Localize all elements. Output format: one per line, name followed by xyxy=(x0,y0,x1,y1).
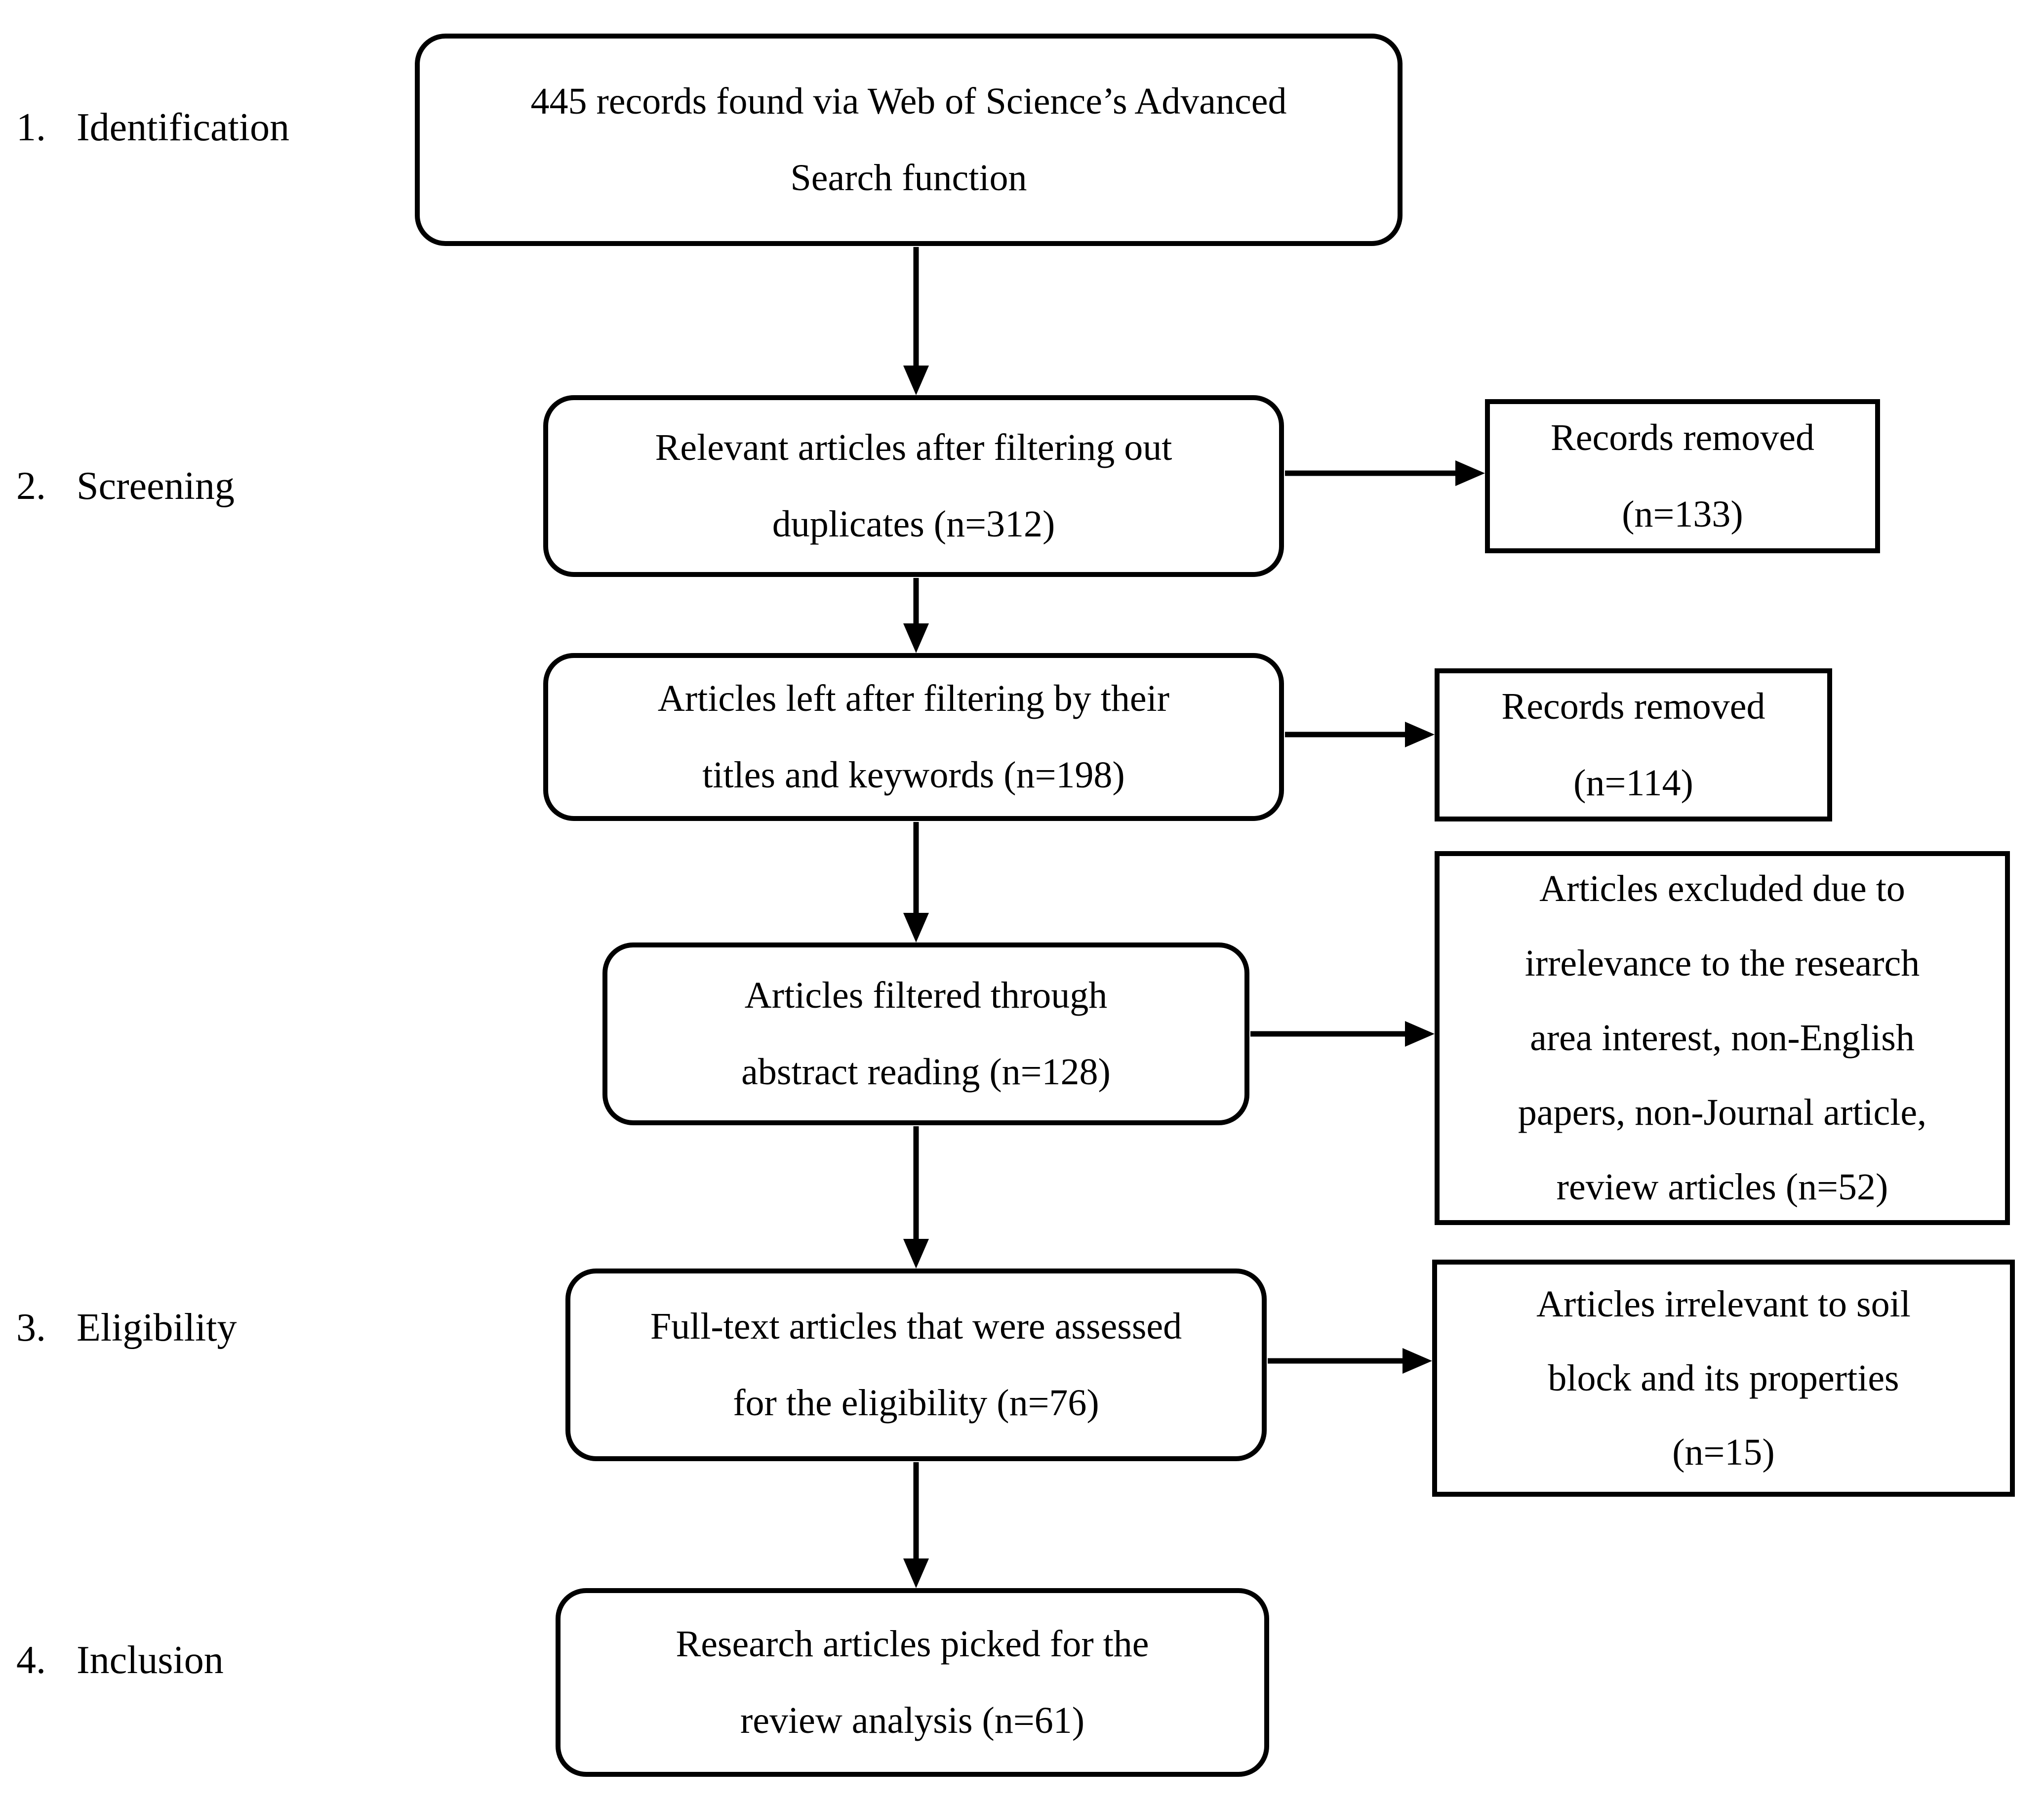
box-text-line: Relevant articles after filtering out xyxy=(655,427,1172,468)
arrow-down-3 xyxy=(903,822,929,942)
box-text-line: irrelevance to the research xyxy=(1524,942,1920,984)
box-text-line: (n=114) xyxy=(1573,762,1693,804)
stage-number: 3. xyxy=(16,1306,46,1350)
stage-number: 1. xyxy=(16,106,46,149)
side-box-records-removed-133: Records removed (n=133) xyxy=(1485,399,1880,553)
box-text-line: 445 records found via Web of Science’s A… xyxy=(530,81,1287,122)
side-box-articles-excluded-52: Articles excluded due to irrelevance to … xyxy=(1435,851,2010,1225)
stage-label-eligibility: 3. Eligibility xyxy=(16,1298,237,1357)
box-text-line: duplicates (n=312) xyxy=(772,503,1055,545)
box-text-line: Records removed xyxy=(1501,686,1765,727)
flow-box-fulltext-eligibility: Full-text articles that were assessed fo… xyxy=(565,1269,1267,1461)
flow-box-records-found: 445 records found via Web of Science’s A… xyxy=(415,34,1403,246)
box-text-line: papers, non-Journal article, xyxy=(1518,1092,1927,1133)
stage-text: Inclusion xyxy=(77,1638,224,1682)
stage-text: Identification xyxy=(77,106,289,149)
side-box-articles-irrelevant-15: Articles irrelevant to soil block and it… xyxy=(1432,1260,2015,1497)
arrow-right-2 xyxy=(1285,722,1435,747)
stage-text: Screening xyxy=(77,464,235,508)
stage-label-identification: 1. Identification xyxy=(16,98,289,157)
box-text-line: Articles left after filtering by their xyxy=(657,678,1170,719)
arrow-down-4 xyxy=(903,1126,929,1269)
box-text-line: (n=133) xyxy=(1622,493,1743,535)
box-text-line: Records removed xyxy=(1551,417,1814,458)
side-box-records-removed-114: Records removed (n=114) xyxy=(1435,668,1832,821)
arrow-down-5 xyxy=(903,1462,929,1588)
stage-text: Eligibility xyxy=(77,1306,237,1350)
arrow-right-4 xyxy=(1268,1348,1432,1374)
box-text-line: (n=15) xyxy=(1672,1432,1775,1473)
flow-box-after-duplicates: Relevant articles after filtering out du… xyxy=(543,395,1284,577)
stage-number: 4. xyxy=(16,1638,46,1682)
stage-label-inclusion: 4. Inclusion xyxy=(16,1631,224,1690)
box-text-line: area interest, non-English xyxy=(1530,1017,1915,1059)
flow-box-included-review: Research articles picked for the review … xyxy=(556,1588,1269,1777)
box-text-line: for the eligibility (n=76) xyxy=(733,1382,1099,1424)
box-text-line: review analysis (n=61) xyxy=(740,1700,1085,1741)
box-text-line: Search function xyxy=(790,157,1027,199)
flow-box-title-keyword-filter: Articles left after filtering by their t… xyxy=(543,653,1284,821)
flow-box-abstract-filter: Articles filtered through abstract readi… xyxy=(602,942,1249,1125)
box-text-line: Full-text articles that were assessed xyxy=(650,1306,1182,1347)
stage-label-screening: 2. Screening xyxy=(16,456,235,516)
box-text-line: titles and keywords (n=198) xyxy=(702,754,1125,796)
box-text-line: review articles (n=52) xyxy=(1556,1166,1888,1208)
arrow-right-1 xyxy=(1285,460,1485,486)
box-text-line: Research articles picked for the xyxy=(676,1623,1149,1665)
arrow-down-2 xyxy=(903,578,929,653)
box-text-line: Articles filtered through xyxy=(744,975,1108,1016)
arrow-down-1 xyxy=(903,247,929,395)
box-text-line: abstract reading (n=128) xyxy=(741,1051,1111,1093)
box-text-line: Articles irrelevant to soil xyxy=(1536,1283,1911,1325)
stage-number: 2. xyxy=(16,464,46,508)
box-text-line: Articles excluded due to xyxy=(1539,868,1905,909)
arrow-right-3 xyxy=(1250,1021,1435,1047)
box-text-line: block and its properties xyxy=(1548,1357,1899,1399)
